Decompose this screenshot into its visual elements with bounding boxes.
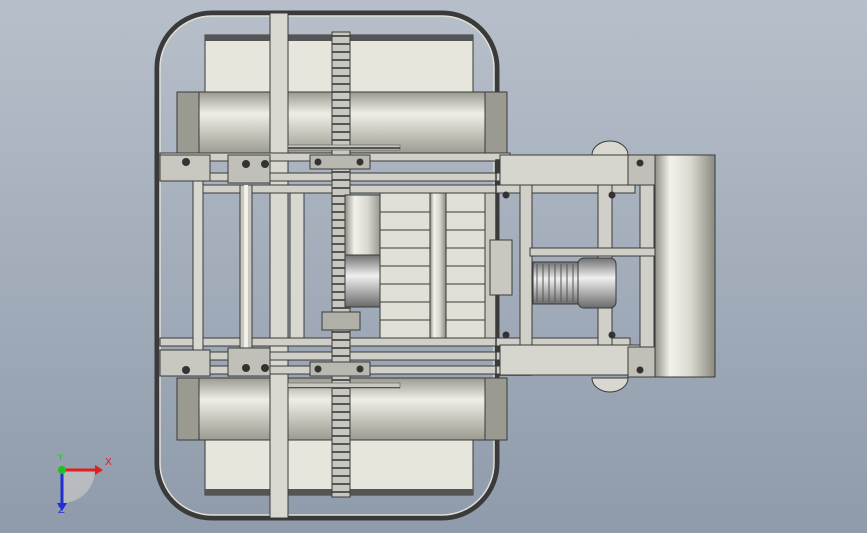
bolt bbox=[182, 366, 190, 374]
bolt bbox=[314, 365, 322, 373]
z-axis-label: Z bbox=[58, 505, 65, 516]
bearing-mid-top[interactable] bbox=[227, 154, 271, 184]
bottom-roller-end-right bbox=[484, 377, 508, 441]
motor-mount-rail[interactable] bbox=[529, 247, 656, 257]
bearing-mid-bottom[interactable] bbox=[227, 347, 271, 377]
upper-rail-3[interactable] bbox=[194, 184, 636, 194]
left-post-inner[interactable] bbox=[289, 192, 305, 339]
motor-fin-lines bbox=[536, 264, 574, 302]
bolt bbox=[261, 160, 269, 168]
y-axis-dot bbox=[58, 466, 66, 474]
right-post-3[interactable] bbox=[639, 159, 655, 376]
coupling[interactable] bbox=[489, 239, 513, 296]
bolt bbox=[356, 365, 364, 373]
y-axis-label: Y bbox=[58, 453, 63, 462]
bolt bbox=[502, 331, 510, 339]
triad-graphic bbox=[57, 465, 103, 511]
bolt bbox=[242, 160, 250, 168]
inner-motor-housing bbox=[344, 254, 384, 308]
plate-stack-spindle[interactable] bbox=[429, 192, 447, 339]
vertical-column[interactable] bbox=[269, 12, 289, 519]
x-axis-head bbox=[95, 465, 103, 475]
top-roller-end-left bbox=[176, 91, 200, 155]
coordinate-triad[interactable]: X Y Z bbox=[40, 448, 120, 518]
bolt bbox=[261, 364, 269, 372]
bolt bbox=[636, 159, 644, 167]
bolt bbox=[502, 191, 510, 199]
top-roller-end-right bbox=[484, 91, 508, 155]
bolt bbox=[636, 366, 644, 374]
guard-cap-bottom bbox=[591, 377, 629, 393]
sprocket-lower[interactable] bbox=[309, 361, 371, 377]
guard-cap-top bbox=[591, 140, 629, 156]
chain-lower[interactable] bbox=[287, 382, 401, 389]
chain-upper[interactable] bbox=[287, 144, 401, 151]
left-post-outer[interactable] bbox=[192, 159, 204, 371]
bolt bbox=[608, 191, 616, 199]
left-shaft-highlight bbox=[244, 185, 248, 350]
sprocket-upper[interactable] bbox=[309, 154, 371, 170]
inner-motor-pulley[interactable] bbox=[321, 311, 361, 331]
bearing-right-top[interactable] bbox=[627, 154, 657, 186]
bolt bbox=[182, 158, 190, 166]
bolt bbox=[608, 331, 616, 339]
bolt bbox=[242, 364, 250, 372]
large-right-roller[interactable] bbox=[654, 154, 716, 378]
bolt bbox=[314, 158, 322, 166]
bottom-roller-end-left bbox=[176, 377, 200, 441]
z-axis-head bbox=[57, 503, 67, 511]
x-axis-label: X bbox=[105, 457, 112, 468]
right-post-1[interactable] bbox=[519, 184, 533, 346]
drive-motor-body[interactable] bbox=[577, 257, 617, 309]
bolt bbox=[356, 158, 364, 166]
